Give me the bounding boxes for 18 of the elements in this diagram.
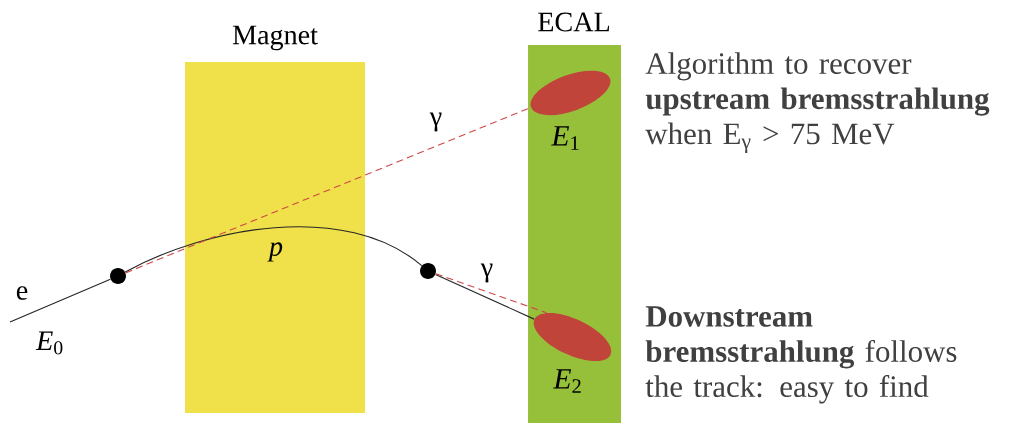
node-label: ECAL	[538, 12, 610, 32]
photon-line	[125, 106, 532, 274]
note-text: Algorithm to recover upstream bremsstrahlung when E$_{γ}$ > 75 MeV	[645, 52, 990, 153]
vertex-dot	[110, 268, 126, 284]
energy-cluster: E$_{2}$	[533, 312, 612, 393]
track-label: e	[16, 286, 28, 300]
edge-label: γ	[479, 262, 495, 284]
track-line	[435, 273, 535, 320]
photon-line	[435, 273, 548, 314]
track-line	[124, 226, 423, 273]
vertex-dot	[420, 263, 436, 279]
energy-cluster: E$_{1}$	[530, 70, 611, 150]
note-text: Downstream bremsstrahlung follows the track: easy to find	[645, 306, 957, 404]
node-label: E$_{2}$	[553, 369, 581, 393]
track-label: E$_{0}$	[35, 331, 63, 355]
track-line	[9, 278, 111, 323]
node-label: E$_{1}$	[551, 126, 579, 150]
edge-label: γ	[428, 111, 444, 133]
